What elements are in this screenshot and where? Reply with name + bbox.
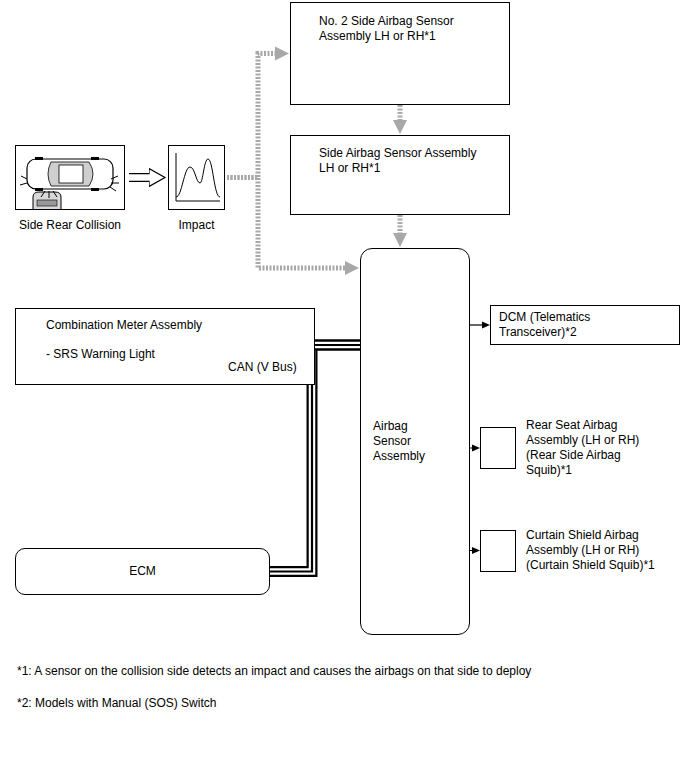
signal-arrow <box>398 215 403 233</box>
connector <box>470 325 482 326</box>
block-box: Side Airbag Sensor Assembly LH or RH*1 <box>290 135 510 215</box>
footnote: *1: A sensor on the collision side detec… <box>15 664 533 679</box>
car-roof <box>59 165 83 183</box>
car-body <box>27 159 113 189</box>
impact-mark <box>111 176 118 179</box>
node-title: Rear Seat Airbag Assembly (LH or RH) (Re… <box>526 418 648 478</box>
graph-frame <box>169 146 225 210</box>
block-box: Airbag Sensor Assembly <box>360 248 470 635</box>
connector <box>470 448 472 449</box>
signal-line <box>470 324 482 325</box>
squib-node: Curtain Shield Airbag Assembly (LH or RH… <box>480 528 670 573</box>
footnote: *2: Models with Manual (SOS) Switch <box>15 696 218 711</box>
node-title: ECM <box>129 564 156 579</box>
node-title: Impact <box>158 218 235 233</box>
bus-gap <box>315 342 360 349</box>
node-title: Side Rear Collision <box>10 218 130 233</box>
signal-arrow <box>227 54 275 178</box>
text-holder: Rear Seat Airbag Assembly (LH or RH) (Re… <box>526 418 648 478</box>
node-title: No. 2 Side Airbag Sensor Assembly LH or … <box>319 14 491 44</box>
impact-mark <box>49 191 50 198</box>
impact-mark <box>20 183 27 185</box>
car-cabin <box>48 162 93 186</box>
impact-curve <box>176 159 220 197</box>
squib-node: Rear Seat Airbag Assembly (LH or RH) (Re… <box>480 418 650 478</box>
illustrated-node: Impact <box>158 145 235 233</box>
car-wheel <box>35 157 43 160</box>
connector <box>470 550 472 551</box>
car-wheel <box>91 188 99 191</box>
squib-symbol <box>481 428 516 469</box>
impact-mark <box>111 183 119 184</box>
car-wheel <box>35 188 43 191</box>
connector <box>400 105 401 120</box>
node-title: Combination Meter Assembly <box>46 318 306 333</box>
collision-illustration <box>15 145 125 210</box>
text-holder: Curtain Shield Airbag Assembly (LH or RH… <box>526 528 668 573</box>
block-box: ECM <box>15 548 270 595</box>
node-title: Side Airbag Sensor Assembly LH or RH*1 <box>319 146 491 176</box>
squib-symbol <box>480 530 516 572</box>
figure-frame <box>16 146 125 210</box>
signal-line <box>470 550 472 551</box>
impact-mark <box>41 191 45 197</box>
signal-arrow <box>398 105 403 120</box>
bus-label: CAN (V Bus) <box>226 360 299 375</box>
car-wheel <box>91 157 99 160</box>
impact-mark <box>53 191 57 197</box>
signal-line <box>470 447 472 448</box>
node-title: Curtain Shield Airbag Assembly (LH or RH… <box>526 528 668 573</box>
connector <box>129 177 151 178</box>
node-title: Airbag Sensor Assembly <box>373 419 445 464</box>
connector <box>400 215 401 233</box>
connector <box>315 345 360 346</box>
bus-inner <box>315 344 360 346</box>
block-box: DCM (Telematics Transceiver)*2 <box>490 305 680 345</box>
impact-mark <box>21 176 27 179</box>
other-car <box>33 192 61 209</box>
squib-symbol <box>480 427 516 469</box>
graph-axes <box>176 153 220 201</box>
bus-outer <box>315 340 360 351</box>
connector-fill <box>129 174 151 181</box>
illustrated-node: Side Rear Collision <box>10 145 130 233</box>
node-title: DCM (Telematics Transceiver)*2 <box>499 310 671 340</box>
other-car-glass <box>37 200 57 206</box>
squib-symbol <box>481 530 516 571</box>
impact-graph <box>168 145 225 210</box>
block-box: No. 2 Side Airbag Sensor Assembly LH or … <box>290 2 510 105</box>
impact-mark <box>110 187 116 191</box>
connector <box>227 54 275 178</box>
